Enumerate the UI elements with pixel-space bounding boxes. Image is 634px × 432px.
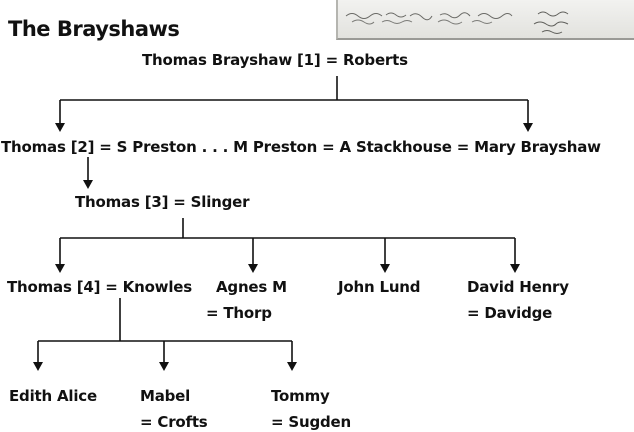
handwriting-scribble-icon — [345, 11, 569, 34]
person-mabel: Mabel — [140, 387, 191, 405]
person-thomas-brayshaw-1: Thomas Brayshaw [1] = Roberts — [142, 51, 408, 69]
spouse-crofts: = Crofts — [140, 413, 208, 431]
arrowhead-john-icon — [380, 264, 390, 273]
handwritten-photo-fragment — [336, 0, 634, 40]
person-thomas-3: Thomas [3] = Slinger — [75, 193, 250, 211]
arrowhead-thomas-2-icon — [55, 123, 65, 132]
spouse-thorp: = Thorp — [206, 304, 272, 322]
person-edith-alice: Edith Alice — [9, 387, 97, 405]
person-agnes-m: Agnes M — [216, 278, 287, 296]
person-thomas-2-generation: Thomas [2] = S Preston . . . M Preston =… — [1, 138, 601, 156]
arrowhead-david-icon — [510, 264, 520, 273]
person-john-lund: John Lund — [338, 278, 421, 296]
arrowhead-mary-brayshaw-icon — [523, 123, 533, 132]
person-thomas-4: Thomas [4] = Knowles — [7, 278, 192, 296]
page-title: The Brayshaws — [8, 17, 180, 41]
person-tommy: Tommy — [271, 387, 330, 405]
arrowhead-thomas-3-icon — [83, 180, 93, 189]
person-david-henry: David Henry — [467, 278, 569, 296]
spouse-sugden: = Sugden — [271, 413, 351, 431]
arrowhead-mabel-icon — [159, 362, 169, 371]
arrowhead-thomas-4-icon — [55, 264, 65, 273]
spouse-davidge: = Davidge — [467, 304, 553, 322]
arrowhead-agnes-icon — [248, 264, 258, 273]
arrowhead-tommy-icon — [287, 362, 297, 371]
arrowhead-edith-icon — [33, 362, 43, 371]
